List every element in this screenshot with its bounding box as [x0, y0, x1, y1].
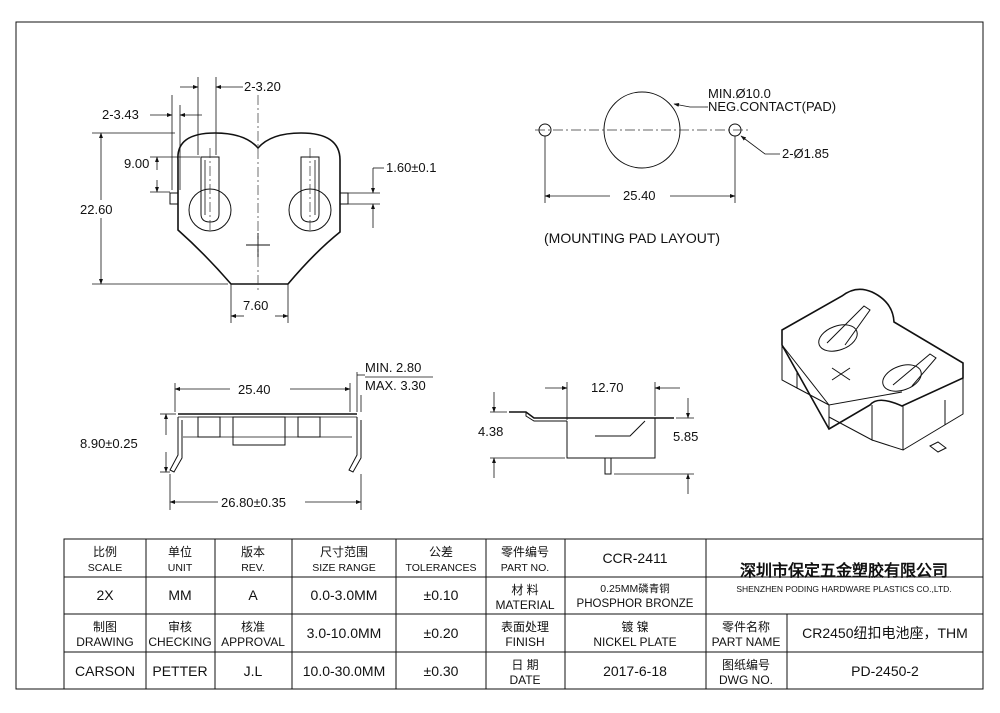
material-en: MATERIAL — [495, 598, 554, 612]
size-range-1: 0.0-3.0MM — [311, 587, 378, 603]
dim-438: 4.38 — [478, 424, 503, 439]
side-view: 12.70 4.38 5.85 — [478, 380, 698, 494]
side-tab-right — [339, 192, 349, 205]
partno-value: CCR-2411 — [602, 550, 667, 566]
dim-2-343: 2-3.43 — [102, 107, 139, 122]
company-en: SHENZHEN PODING HARDWARE PLASTICS CO.,LT… — [736, 584, 951, 594]
tol-cn: 公差 — [429, 545, 453, 559]
partname-cn: 零件名称 — [722, 619, 770, 634]
tolerance-3: ±0.30 — [424, 663, 459, 679]
dim-160: 1.60±0.1 — [386, 160, 437, 175]
tolerance-2: ±0.20 — [424, 625, 459, 641]
dim-min-280: MIN. 2.80 — [365, 360, 421, 375]
size-en: SIZE RANGE — [312, 562, 376, 574]
dim-760: 7.60 — [243, 298, 268, 313]
tolerance-1: ±0.10 — [424, 587, 459, 603]
drawer-name: CARSON — [75, 663, 135, 679]
date-cn: 日 期 — [511, 658, 538, 672]
dim-900: 9.00 — [124, 156, 149, 171]
dim-2260: 22.60 — [80, 202, 113, 217]
drawing-en: DRAWING — [76, 635, 134, 649]
company-cn: 深圳市保定五金塑胶有限公司 — [740, 561, 948, 580]
dim-spacing: 25.40 — [623, 188, 656, 203]
rev-value: A — [248, 587, 258, 603]
dwgno-cn: 图纸编号 — [722, 657, 770, 672]
checking-en: CHECKING — [148, 635, 211, 649]
checking-cn: 审核 — [168, 619, 192, 634]
rev-en: REV. — [241, 562, 265, 574]
partno-cn: 零件编号 — [501, 544, 549, 559]
checker-name: PETTER — [152, 663, 207, 679]
dim-2680: 26.80±0.35 — [221, 495, 286, 510]
dim-585: 5.85 — [673, 429, 698, 444]
scale-value: 2X — [96, 587, 114, 603]
date-en: DATE — [509, 673, 540, 687]
rev-cn: 版本 — [241, 545, 265, 559]
dwgno-en: DWG NO. — [719, 673, 773, 687]
unit-en: UNIT — [168, 562, 193, 574]
size-cn: 尺寸范围 — [320, 545, 368, 559]
partname-en: PART NAME — [712, 635, 781, 649]
dim-max-330: MAX. 3.30 — [365, 378, 426, 393]
holder-outline — [177, 132, 341, 285]
top-view: 2-3.20 2-3.43 9.00 22.60 7.60 1.60±0.1 — [80, 77, 437, 323]
finish-cn: 表面处理 — [501, 620, 549, 634]
size-range-2: 3.0-10.0MM — [307, 625, 382, 641]
dim-1270: 12.70 — [591, 380, 624, 395]
neg-contact-label: NEG.CONTACT(PAD) — [708, 99, 836, 114]
finish-value-en: NICKEL PLATE — [593, 635, 676, 649]
material-value-cn: 0.25MM磷青铜 — [600, 582, 669, 595]
pad-layout-caption: (MOUNTING PAD LAYOUT) — [544, 230, 720, 246]
material-cn: 材 料 — [511, 583, 538, 597]
approval-en: APPROVAL — [221, 635, 285, 649]
date-value: 2017-6-18 — [603, 663, 667, 679]
finish-value-cn: 镀 镍 — [621, 620, 648, 634]
hole-dia-label: 2-Ø1.85 — [782, 146, 829, 161]
partno-en: PART NO. — [501, 562, 549, 574]
approver-name: J.L — [244, 663, 263, 679]
partname-value: CR2450纽扣电池座，THM — [802, 625, 968, 641]
tol-en: TOLERANCES — [406, 562, 477, 574]
material-value-en: PHOSPHOR BRONZE — [577, 598, 694, 610]
unit-cn: 单位 — [168, 544, 192, 559]
dim-front-2540: 25.40 — [238, 382, 271, 397]
approval-cn: 核准 — [241, 620, 265, 634]
unit-value: MM — [168, 587, 191, 603]
finish-en: FINISH — [505, 635, 544, 649]
scale-cn: 比例 — [93, 545, 117, 559]
title-block — [63, 538, 984, 690]
dim-890: 8.90±0.25 — [80, 436, 138, 451]
front-view: 25.40 MIN. 2.80 MAX. 3.30 8.90±0.25 26.8… — [80, 360, 433, 510]
size-range-3: 10.0-30.0MM — [303, 663, 385, 679]
dim-2-320: 2-3.20 — [244, 79, 281, 94]
mounting-pad-layout: 25.40 MIN.Ø10.0 NEG.CONTACT(PAD) 2-Ø1.85… — [535, 86, 836, 246]
side-tab-left — [169, 192, 179, 205]
min-dia-label: MIN.Ø10.0 — [708, 86, 771, 101]
dwgno-value: PD-2450-2 — [851, 663, 919, 679]
isometric-view — [781, 288, 964, 453]
drawing-cn: 制图 — [93, 620, 117, 634]
scale-en: SCALE — [88, 562, 122, 574]
